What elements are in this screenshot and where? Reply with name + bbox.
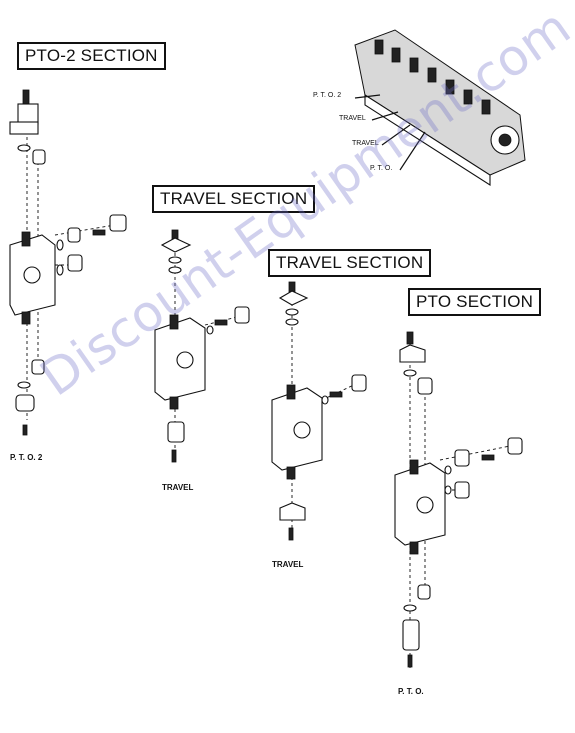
valve-assembly-drawing: [354, 29, 526, 187]
assembly-callout-pto: P. T. O.: [370, 165, 393, 172]
travel1-exploded-view: [154, 229, 250, 463]
assembly-callout-pto2: P. T. O. 2: [313, 92, 342, 99]
assembly-callout-travel-b: TRAVEL: [352, 140, 379, 147]
assembly-spools: [374, 39, 520, 155]
travel2-section-title: TRAVEL SECTION: [268, 249, 432, 277]
pto-exploded-view: [394, 331, 523, 670]
pto2-section-title: PTO-2 SECTION: [17, 42, 166, 70]
pto-section-title: PTO SECTION: [408, 288, 542, 316]
pto2-exploded-view: [9, 89, 127, 436]
pto-caption: P. T. O.: [398, 687, 424, 696]
travel1-section-title: TRAVEL SECTION: [152, 185, 316, 213]
pto2-caption: P. T. O. 2: [10, 453, 43, 462]
travel1-caption: TRAVEL: [162, 483, 194, 492]
travel2-exploded-view: [271, 281, 367, 541]
travel2-caption: TRAVEL: [272, 560, 304, 569]
assembly-callout-travel-a: TRAVEL: [339, 115, 366, 122]
